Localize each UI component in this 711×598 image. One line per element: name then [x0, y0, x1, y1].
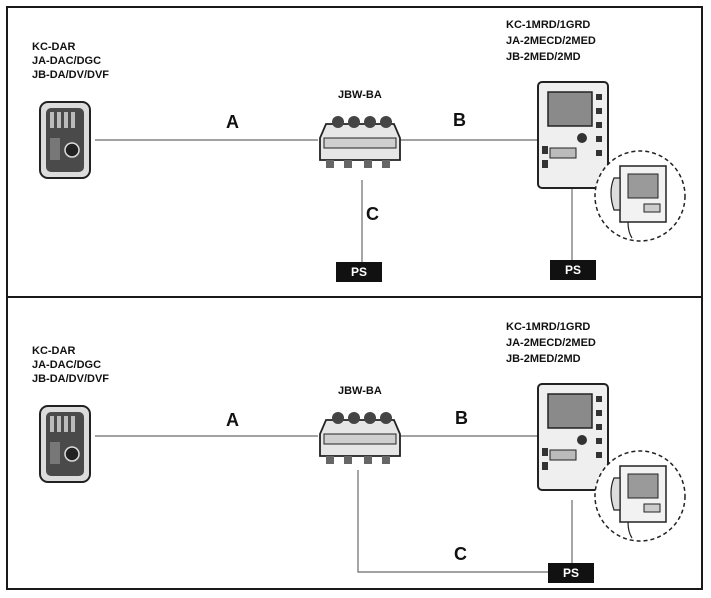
adaptor-model-label: JBW-BA [338, 385, 382, 397]
wire-c-bottom [357, 470, 548, 573]
door-station-model-label: KC-DAR [32, 41, 76, 53]
door-station-model-label: JA-DAC/DGC [32, 55, 102, 67]
monitor-icon [537, 383, 609, 491]
monitor-icon [537, 81, 609, 189]
power-supply-monitor: PS [548, 563, 594, 583]
adaptor-icon [319, 412, 401, 464]
wire-b-label: B [453, 110, 466, 130]
monitor-model-label: KC-1MRD/1GRD [506, 321, 591, 333]
door-station-icon [39, 101, 91, 179]
diagram-frame [6, 6, 703, 590]
handset-detail-icon [594, 450, 686, 542]
adaptor-model-label: JBW-BA [338, 89, 382, 101]
door-station-model-label: JB-DA/DV/DVF [32, 373, 110, 385]
power-supply-monitor: PS [550, 260, 596, 280]
wire-b-label: B [455, 408, 468, 428]
door-station-model-label: JB-DA/DV/DVF [32, 69, 110, 81]
door-station-icon [39, 405, 91, 483]
monitor-model-label: KC-1MRD/1GRD [506, 19, 591, 31]
wire-a-label: A [226, 112, 239, 132]
monitor-model-label: JB-2MED/2MD [506, 51, 581, 63]
power-supply-adaptor: PS [336, 262, 382, 282]
wire-a-label: A [226, 410, 239, 430]
adaptor-icon [319, 116, 401, 168]
wire-c-label: C [366, 204, 379, 224]
wire-c-label: C [454, 544, 467, 564]
handset-detail-icon [594, 150, 686, 242]
section-divider [6, 296, 703, 298]
door-station-model-label: KC-DAR [32, 345, 76, 357]
monitor-model-label: JA-2MECD/2MED [506, 35, 596, 47]
door-station-model-label: JA-DAC/DGC [32, 359, 102, 371]
monitor-model-label: JA-2MECD/2MED [506, 337, 596, 349]
monitor-model-label: JB-2MED/2MD [506, 353, 581, 365]
